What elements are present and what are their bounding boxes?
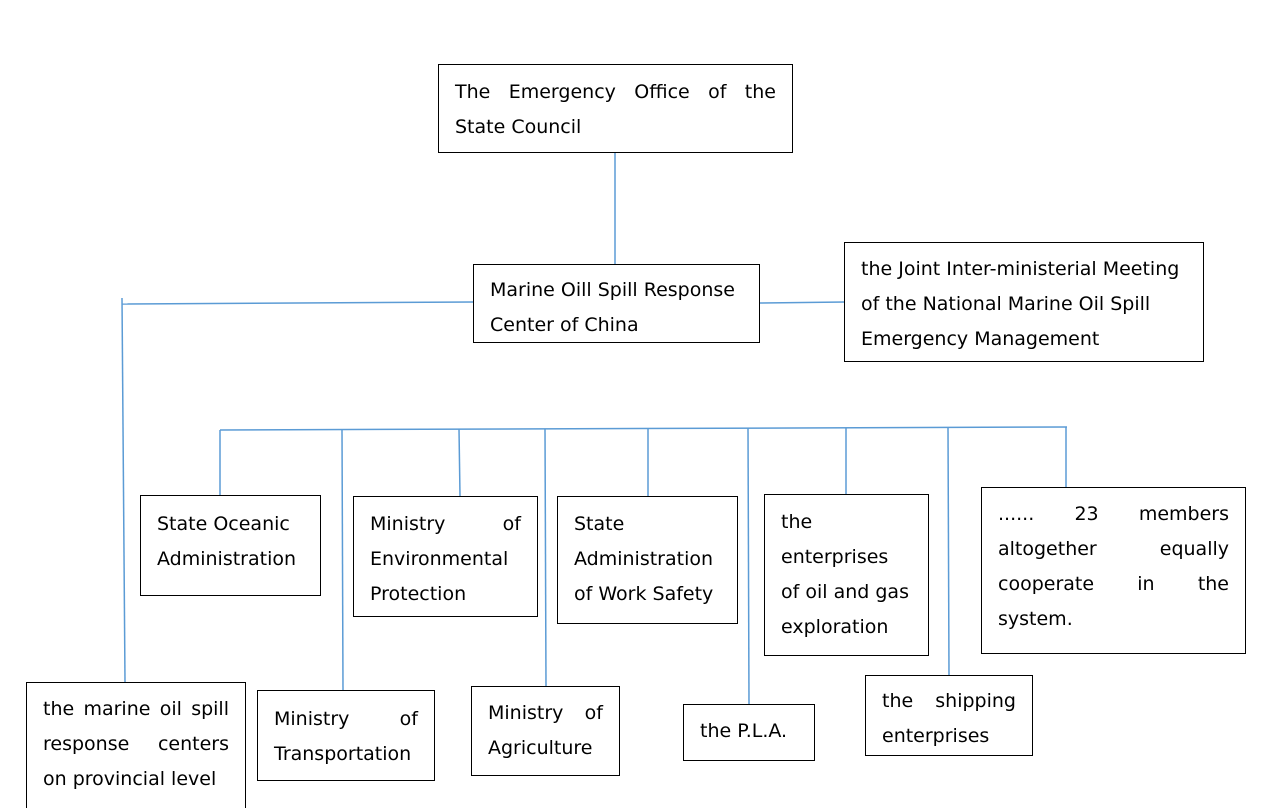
node-joint-meeting-label: the Joint Inter-ministerial Meeting of t… — [861, 258, 1180, 350]
node-response-center-label: Marine Oill Spill Response Center of Chi… — [490, 279, 735, 336]
connector-center-to-joint-meeting — [758, 301, 846, 304]
node-oil-gas: the enterprises of oil and gas explorati… — [764, 494, 929, 656]
node-work-safety: State Administration of Work Safety — [557, 496, 738, 624]
node-agriculture-label: Ministry of Agriculture — [488, 702, 603, 759]
node-oil-gas-label: the enterprises of oil and gas explorati… — [781, 511, 909, 638]
connector-to-agriculture — [544, 428, 547, 687]
node-shipping: the shipping enterprises — [865, 675, 1033, 756]
connector-to-env-protection — [458, 428, 461, 497]
node-joint-meeting: the Joint Inter-ministerial Meeting of t… — [844, 242, 1204, 362]
node-pla-label: the P.L.A. — [700, 720, 788, 742]
connector-to-transportation — [341, 429, 344, 691]
connector-left-trunk-down — [121, 297, 126, 683]
node-pla: the P.L.A. — [683, 704, 815, 761]
node-env-protection-label: Ministry of Environmental Protection — [370, 513, 521, 605]
node-emergency-office-label: The Emergency Office of the State Counci… — [455, 81, 776, 138]
node-response-center: Marine Oill Spill Response Center of Chi… — [473, 264, 760, 343]
connector-member-bus — [219, 426, 1068, 431]
node-env-protection: Ministry of Environmental Protection — [353, 496, 538, 617]
node-agriculture: Ministry of Agriculture — [471, 686, 620, 776]
node-provincial-centers: the marine oil spill response centers on… — [26, 682, 246, 808]
node-provincial-centers-label: the marine oil spill response centers on… — [43, 698, 229, 790]
node-work-safety-label: State Administration of Work Safety — [574, 513, 714, 605]
node-transportation: Ministry of Transportation — [257, 690, 435, 781]
node-members: ...... 23 members altogether equally coo… — [981, 487, 1246, 654]
node-members-label: ...... 23 members altogether equally coo… — [998, 503, 1229, 630]
node-state-oceanic-label: State Oceanic Administration — [157, 513, 297, 570]
node-transportation-label: Ministry of Transportation — [274, 708, 418, 765]
node-emergency-office: The Emergency Office of the State Counci… — [438, 64, 793, 153]
connector-center-to-left-trunk — [121, 301, 474, 305]
node-state-oceanic: State Oceanic Administration — [140, 495, 321, 596]
connector-to-pla — [747, 427, 750, 705]
node-shipping-label: the shipping enterprises — [882, 690, 1016, 747]
connector-to-shipping — [947, 427, 950, 676]
